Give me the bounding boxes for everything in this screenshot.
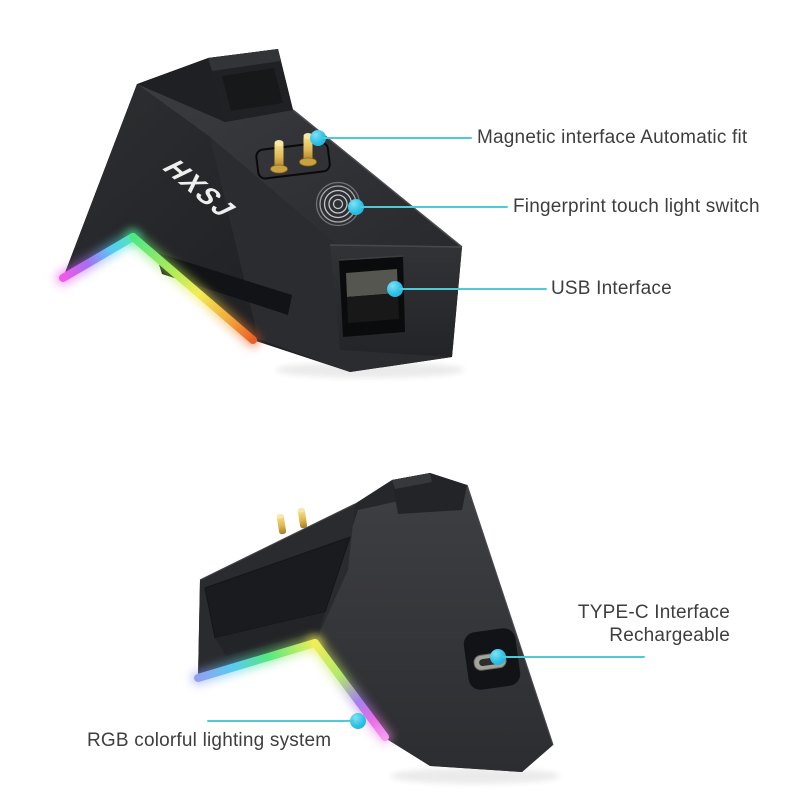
edge-highlight: [329, 244, 463, 248]
mouse-notch-bevel: [208, 49, 281, 71]
mouse-notch-bevel: [392, 473, 432, 489]
rgb-light-strip: [190, 635, 393, 745]
edge-highlight: [466, 484, 554, 746]
callout-line-fingerprint: [360, 206, 508, 208]
product-view-bottom: [190, 473, 560, 784]
callout-line-typec: [502, 656, 645, 658]
edge-highlight: [199, 503, 356, 581]
callout-line-magnetic: [322, 137, 472, 139]
callout-dot-usb: [387, 281, 403, 297]
callout-label-typec: TYPE-C Interface Rechargeable: [578, 601, 730, 647]
magnetic-pin-left: [276, 513, 287, 535]
callout-label-magnetic: Magnetic interface Automatic fit: [477, 127, 748, 148]
back-panel-lip: [215, 612, 325, 656]
callout-dot-rgb: [350, 713, 366, 729]
callout-label-typec-line2: Rechargeable: [609, 625, 730, 646]
callout-dot-typec: [490, 649, 506, 665]
callout-label-fingerprint: Fingerprint touch light switch: [513, 196, 760, 217]
callout-line-usb: [399, 288, 547, 290]
ground-shadow: [275, 362, 465, 378]
arch-shadow-slot: [155, 252, 292, 315]
rgb-light-strip: [55, 229, 261, 348]
callout-line-rgb: [207, 720, 354, 722]
magnetic-pin-left: [270, 140, 288, 174]
device-right-face: [315, 486, 553, 772]
usb-port: [338, 255, 405, 337]
mouse-notch-recess: [222, 68, 283, 111]
callout-label-typec-line1: TYPE-C Interface: [577, 602, 730, 623]
product-view-top: HXSJ: [55, 49, 465, 378]
device-top-surface: [137, 84, 462, 297]
callout-label-usb: USB Interface: [551, 278, 672, 299]
callout-dot-magnetic: [310, 130, 326, 146]
ground-shadow: [390, 768, 560, 784]
pin-plate: [255, 141, 331, 180]
callout-dot-fingerprint: [348, 199, 364, 215]
magnetic-pin-right: [297, 507, 308, 529]
callout-label-rgb: RGB colorful lighting system: [87, 730, 332, 751]
